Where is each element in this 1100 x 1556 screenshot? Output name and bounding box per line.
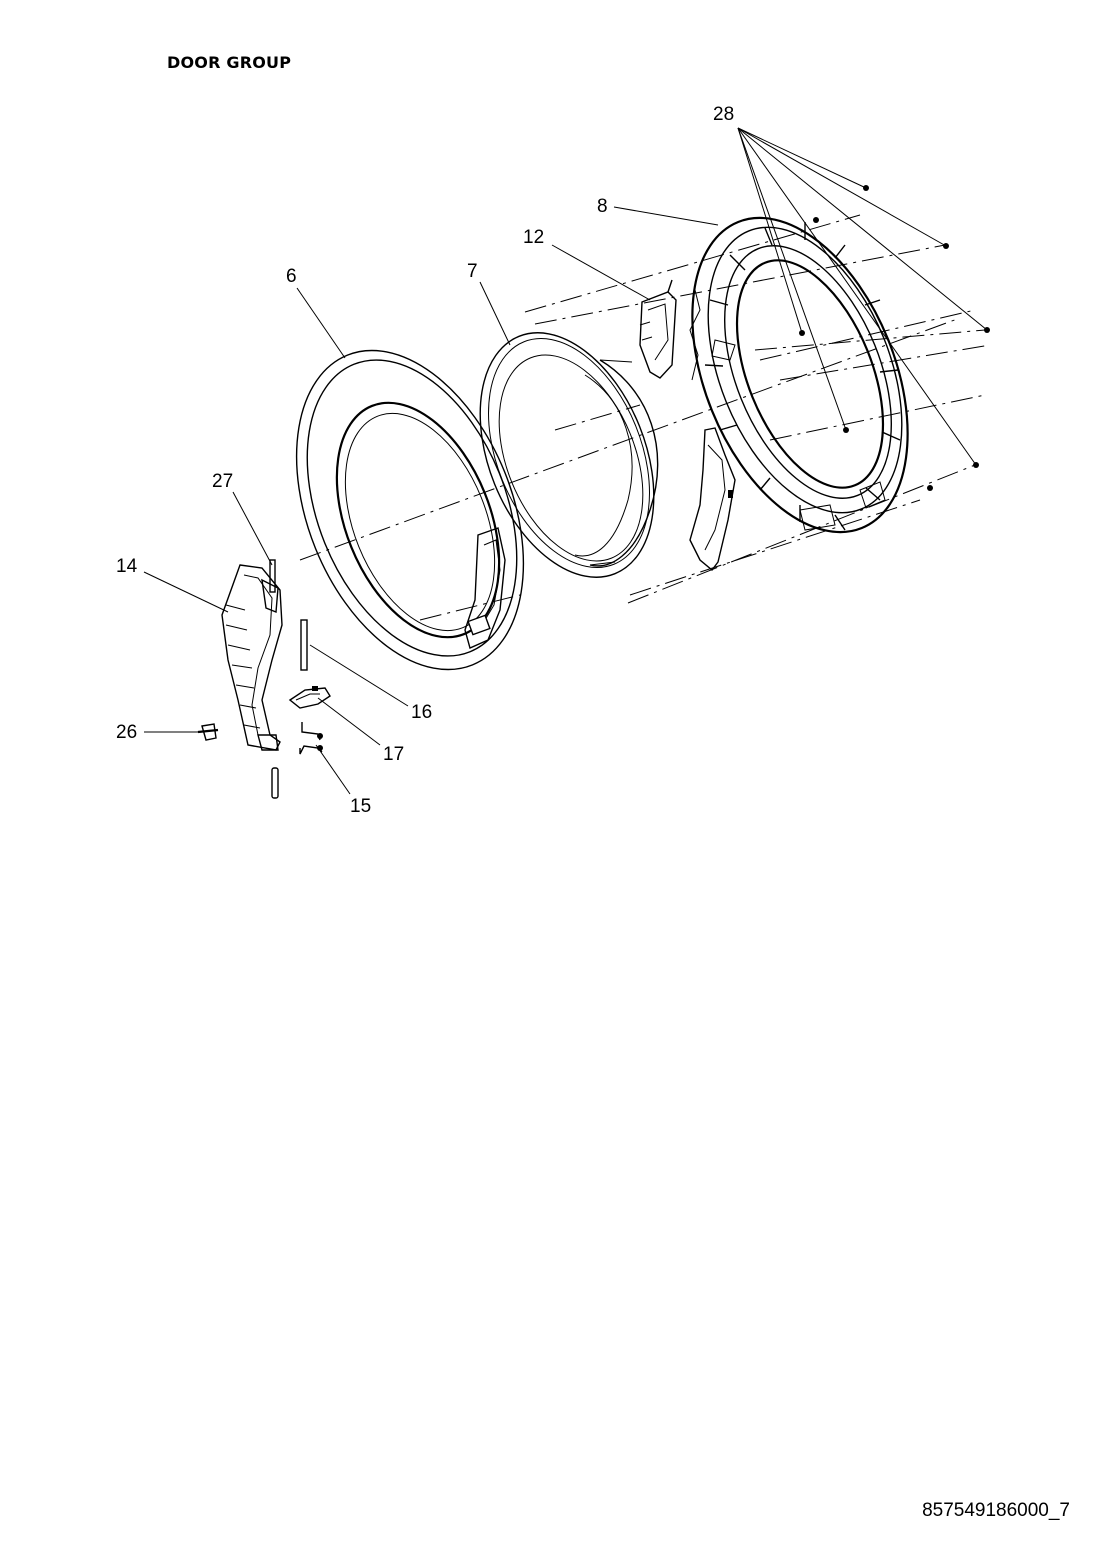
part-26-screw [197, 723, 219, 741]
part-8-inner-door-frame [689, 216, 909, 534]
part-12-door-hook [639, 279, 677, 379]
part-16-rod [300, 619, 308, 671]
part-7-door-glass [479, 332, 659, 578]
callout-28: 28 [713, 104, 734, 125]
callout-labels: 28 8 12 6 7 27 14 26 16 17 15 [116, 104, 734, 817]
callout-6: 6 [286, 266, 297, 287]
part-14-door-handle [221, 564, 283, 751]
axis-lines [299, 214, 991, 621]
part-15-spring [299, 722, 323, 755]
document-code: 857549186000_7 [922, 1500, 1070, 1521]
leader-lines [143, 127, 988, 795]
callout-26: 26 [116, 722, 137, 743]
callout-14: 14 [116, 556, 138, 577]
callout-8: 8 [597, 196, 608, 217]
callout-27: 27 [212, 471, 233, 492]
part-6-door-outer-ring [295, 349, 525, 671]
part-27-hinge-pin-top [269, 559, 276, 593]
callout-16: 16 [411, 702, 432, 723]
callout-17: 17 [383, 744, 404, 765]
callout-7: 7 [467, 261, 478, 282]
part-17-latch [288, 686, 331, 709]
lower-hinge-pin [271, 767, 279, 799]
inner-handle-piece [689, 427, 736, 572]
callout-12: 12 [523, 227, 544, 248]
callout-15: 15 [350, 796, 371, 817]
page-title: DOOR GROUP [167, 53, 292, 72]
